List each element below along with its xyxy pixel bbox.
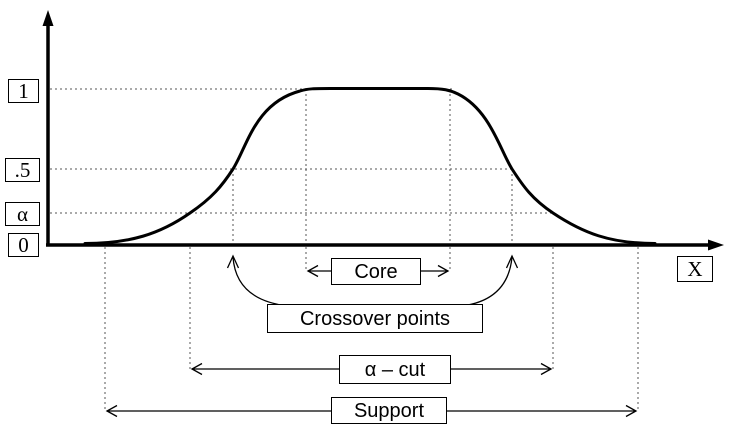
y-axis-arrowhead [42, 10, 54, 26]
vertical-guides [104, 89, 639, 412]
x-axis-label: X [677, 256, 713, 282]
crossover-points-label: Crossover points [267, 304, 483, 333]
alpha-cut-label: α – cut [339, 355, 451, 384]
support-label: Support [331, 397, 447, 424]
membership-curve [83, 87, 657, 245]
crossover-arrow-right [461, 256, 513, 307]
core-label: Core [331, 258, 421, 285]
y-tick-half: .5 [5, 158, 40, 182]
y-tick-1: 1 [8, 79, 39, 103]
y-tick-alpha: α [5, 202, 40, 226]
y-tick-zero: 0 [8, 233, 39, 257]
x-axis-arrowhead [708, 239, 724, 251]
axes [42, 10, 724, 251]
crossover-arrow-left [232, 256, 289, 307]
